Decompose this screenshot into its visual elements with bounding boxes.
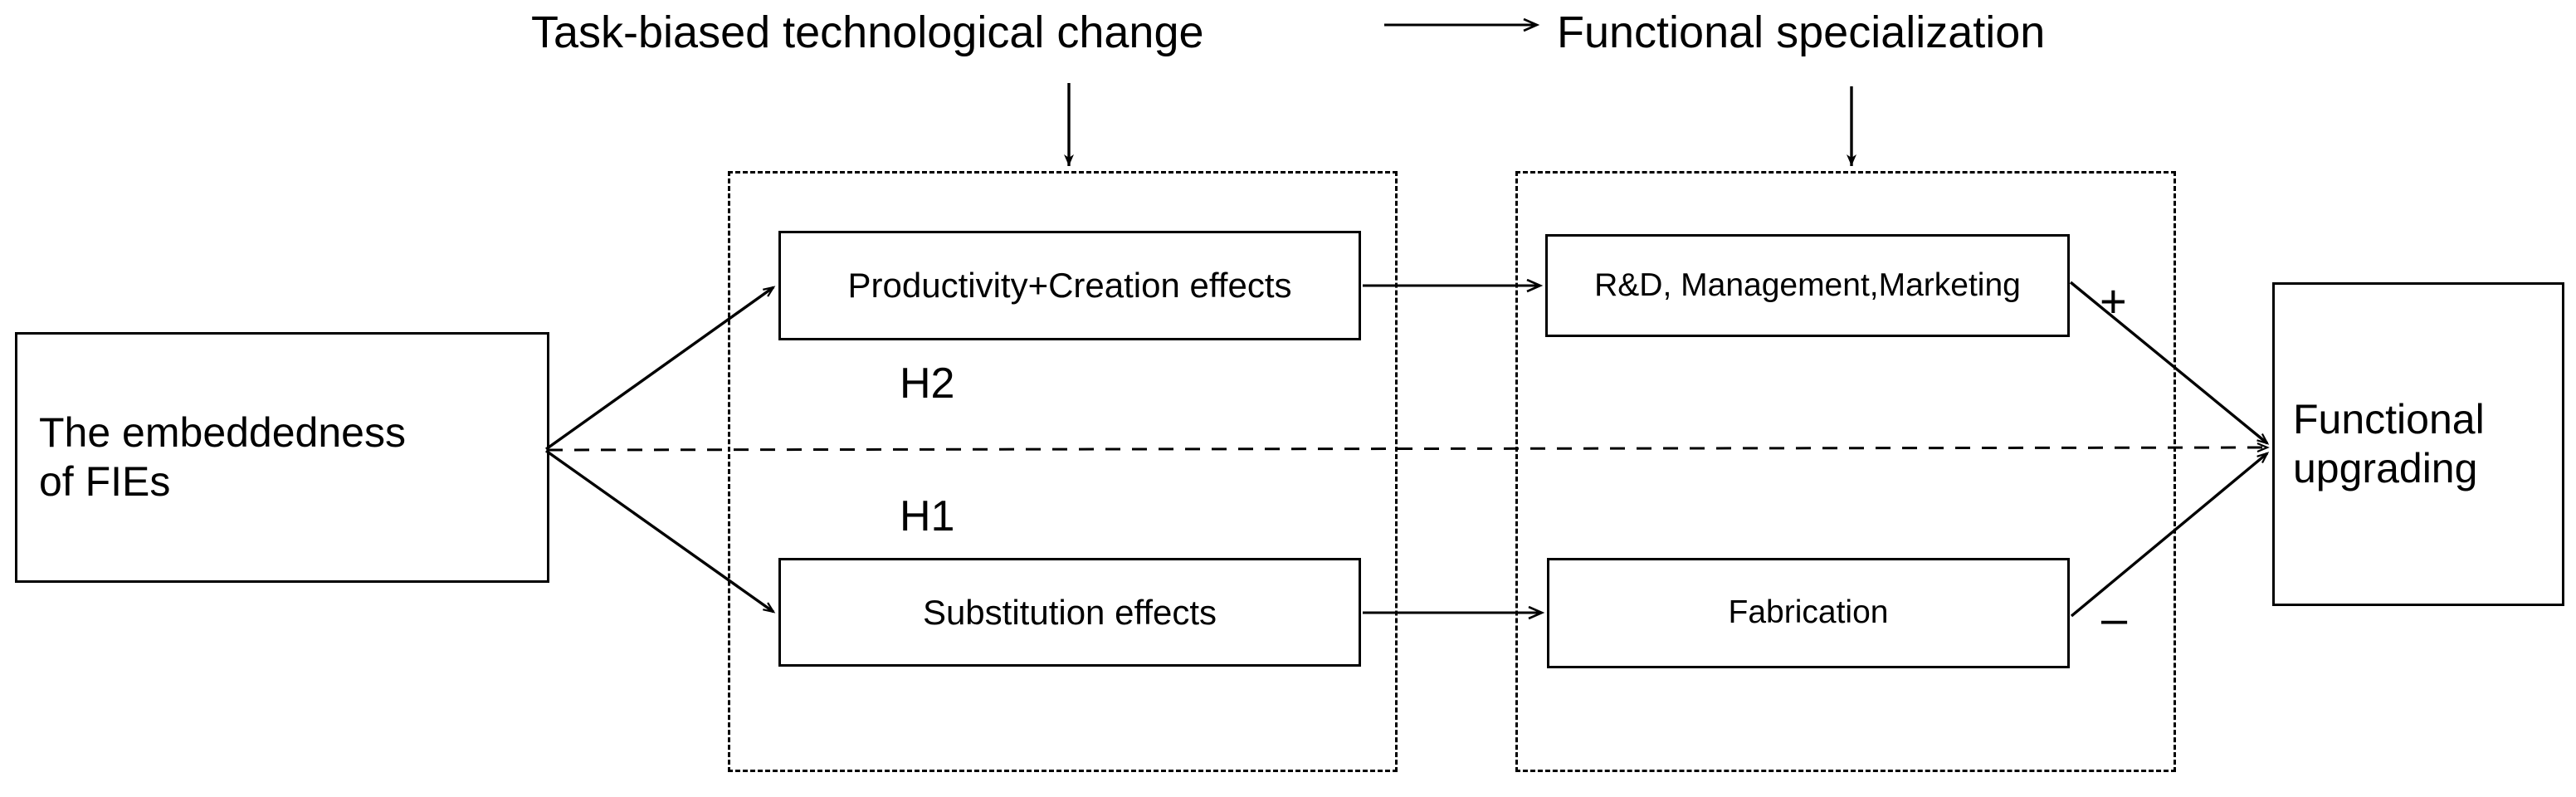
- node-productivity-creation-effects: Productivity+Creation effects: [778, 231, 1361, 340]
- sign-negative: –: [2101, 592, 2128, 644]
- hypothesis-label-h2: H2: [900, 359, 955, 408]
- node-rd-management-marketing: R&D, Management,Marketing: [1545, 234, 2070, 337]
- node-embeddedness-label: The embeddedness of FIEs: [39, 409, 406, 505]
- node-upgrading-label: Functional upgrading: [2293, 396, 2485, 491]
- node-substitution-label: Substitution effects: [922, 592, 1217, 632]
- region-functional-specialization: [1515, 171, 2176, 772]
- title-functional-specialization: Functional specialization: [1557, 7, 2046, 57]
- region-task-biased-technological-change: [728, 171, 1398, 772]
- node-fabrication: Fabrication: [1547, 558, 2070, 668]
- title-task-biased-technological-change: Task-biased technological change: [531, 7, 1204, 57]
- node-functional-upgrading: Functional upgrading: [2272, 282, 2564, 606]
- node-substitution-effects: Substitution effects: [778, 558, 1361, 667]
- hypothesis-label-h1: H1: [900, 492, 955, 540]
- node-fabrication-label: Fabrication: [1728, 594, 1889, 631]
- node-embeddedness-of-fies: The embeddedness of FIEs: [15, 332, 549, 583]
- sign-positive: +: [2100, 275, 2127, 327]
- node-productivity-label: Productivity+Creation effects: [847, 266, 1292, 306]
- node-rd-label: R&D, Management,Marketing: [1594, 266, 2021, 303]
